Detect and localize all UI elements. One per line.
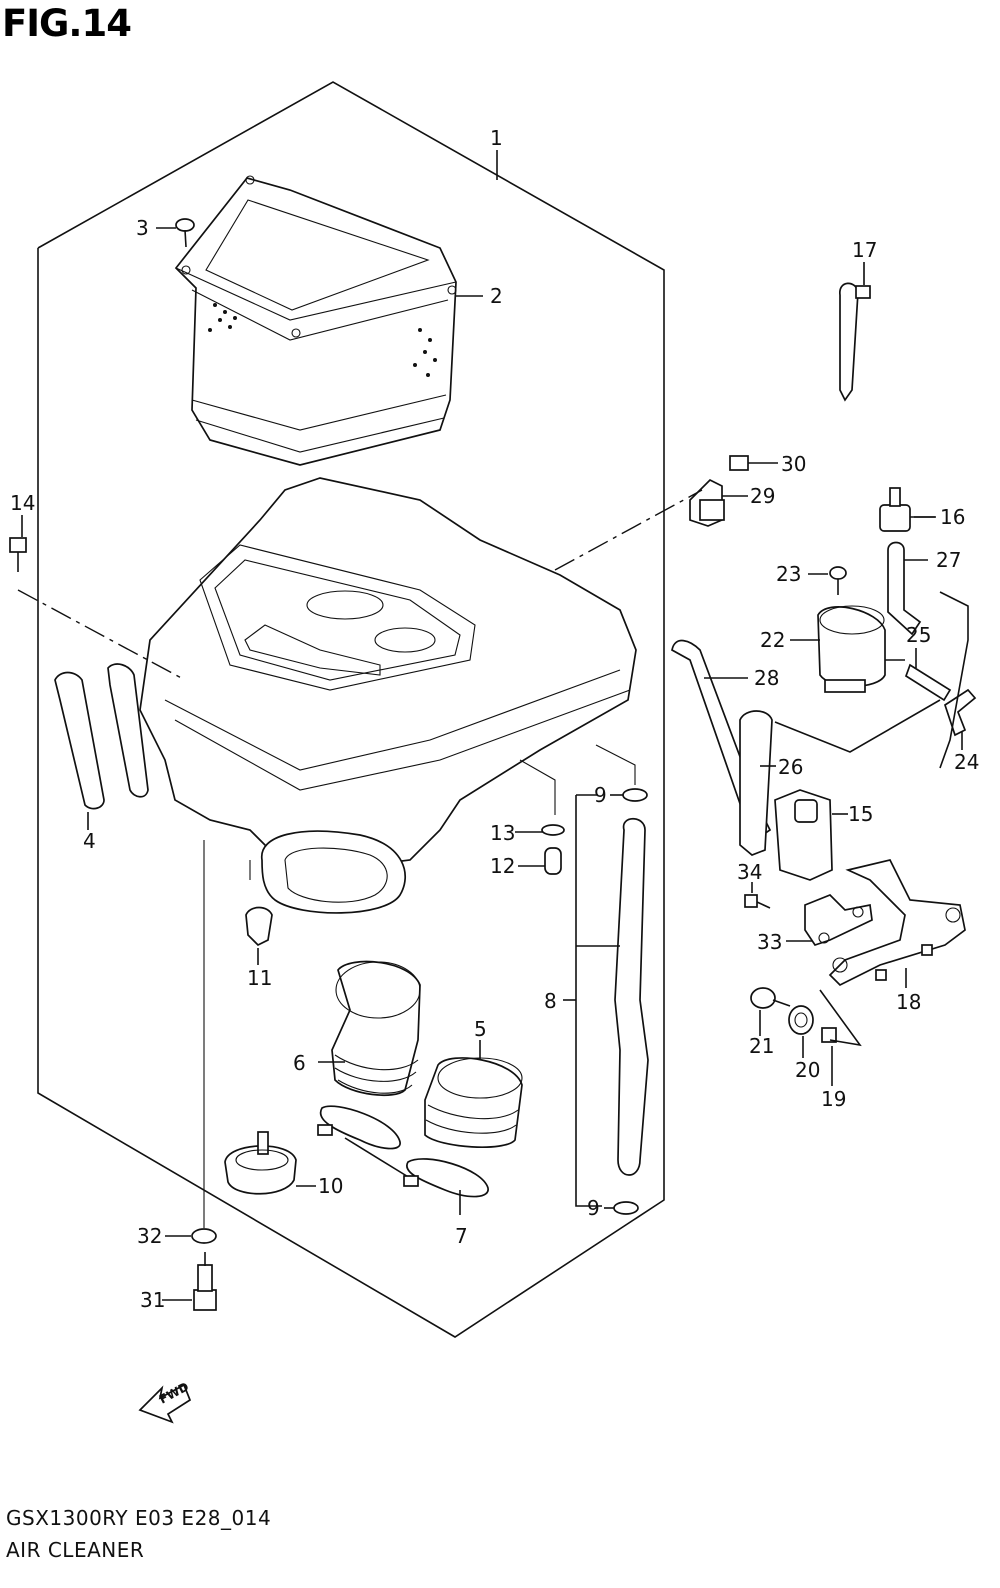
callout-23: 23: [776, 562, 801, 586]
callout-8: 8: [544, 989, 557, 1013]
callout-27: 27: [936, 548, 961, 572]
washer-32-part: [191, 1228, 217, 1244]
bolt-30-part: [729, 455, 749, 471]
callout-14: 14: [10, 491, 35, 515]
callout-16: 16: [940, 505, 965, 529]
bolt-14-part: [9, 537, 27, 572]
clip-9-top-part: [622, 788, 648, 802]
valve-15-part: [774, 789, 833, 881]
clamp-7-part: [317, 1105, 489, 1198]
callout-19: 19: [821, 1087, 846, 1111]
callout-13: 13: [490, 821, 515, 845]
bolt-34-part: [744, 894, 771, 909]
callout-6: 6: [293, 1051, 306, 1075]
callout-18: 18: [896, 990, 921, 1014]
clip-13-part: [541, 824, 565, 836]
hose-26-part: [739, 710, 773, 856]
section-name: AIR CLEANER: [6, 1538, 145, 1562]
callout-22: 22: [760, 628, 785, 652]
valve-16-part: [879, 487, 911, 532]
callout-30: 30: [781, 452, 806, 476]
grommet-20-part: [788, 1005, 814, 1035]
bolt-21-part: [750, 987, 791, 1009]
screw-23-part: [829, 566, 847, 595]
model-code: GSX1300RY E03 E28_014: [6, 1506, 272, 1530]
callout-29: 29: [750, 484, 775, 508]
bracket-9-8-9: [575, 795, 602, 1207]
callout-12: 12: [490, 854, 515, 878]
sensor-33-part: [804, 894, 873, 947]
callout-17: 17: [852, 238, 877, 262]
figure-title: FIG.14: [2, 2, 132, 45]
callout-7: 7: [455, 1224, 468, 1248]
callout-4: 4: [83, 829, 96, 853]
callout-26: 26: [778, 755, 803, 779]
hose-25-part: [904, 663, 952, 702]
bracket-27-25-24: [939, 591, 969, 769]
bracket-18-part: [828, 859, 966, 987]
callout-24: 24: [954, 750, 979, 774]
cap-12-part: [544, 847, 562, 875]
assembly-outline: [37, 81, 665, 1338]
intake-boot-5-part: [424, 1057, 523, 1148]
callout-leaders: [21, 150, 963, 1301]
callout-21: 21: [749, 1034, 774, 1058]
connector-29-part: [689, 478, 725, 527]
sensor-31-part: [193, 1252, 217, 1311]
harness-clamp-17-part: [839, 262, 871, 402]
hose-8-part: [614, 817, 649, 1176]
callout-32: 32: [137, 1224, 162, 1248]
solenoid-22-part: [817, 605, 905, 693]
callout-34: 34: [737, 860, 762, 884]
callout-15: 15: [848, 802, 873, 826]
cap-11-part: [245, 906, 273, 947]
air-cleaner-housing-part: [139, 477, 637, 914]
callout-31: 31: [140, 1288, 165, 1312]
callout-33: 33: [757, 930, 782, 954]
callout-3: 3: [136, 216, 149, 240]
callout-20: 20: [795, 1058, 820, 1082]
callout-2: 2: [490, 284, 503, 308]
callout-1: 1: [490, 126, 503, 150]
clip-9-bottom-part: [613, 1201, 639, 1215]
hose-24-part: [943, 688, 977, 737]
fwd-arrow-icon: FWD: [138, 1380, 191, 1424]
callout-10: 10: [318, 1174, 343, 1198]
filter-element-part: [174, 175, 457, 466]
callout-9-top: 9: [594, 783, 607, 807]
intake-boot-6-part: [331, 960, 421, 1097]
hose-27-part: [887, 541, 922, 636]
callout-labels: 1 2 3 4 5 6 7 8 9 9 10 11 12 13 14 15 16…: [10, 126, 979, 1312]
seal-4-part: [54, 663, 149, 810]
screw-3-part: [175, 218, 195, 248]
collar-19-part: [821, 1027, 837, 1043]
callout-9-bottom: 9: [587, 1196, 600, 1220]
callout-25: 25: [906, 623, 931, 647]
callout-11: 11: [247, 966, 272, 990]
callout-5: 5: [474, 1017, 487, 1041]
callout-28: 28: [754, 666, 779, 690]
drain-plug-10-part: [224, 1131, 297, 1195]
